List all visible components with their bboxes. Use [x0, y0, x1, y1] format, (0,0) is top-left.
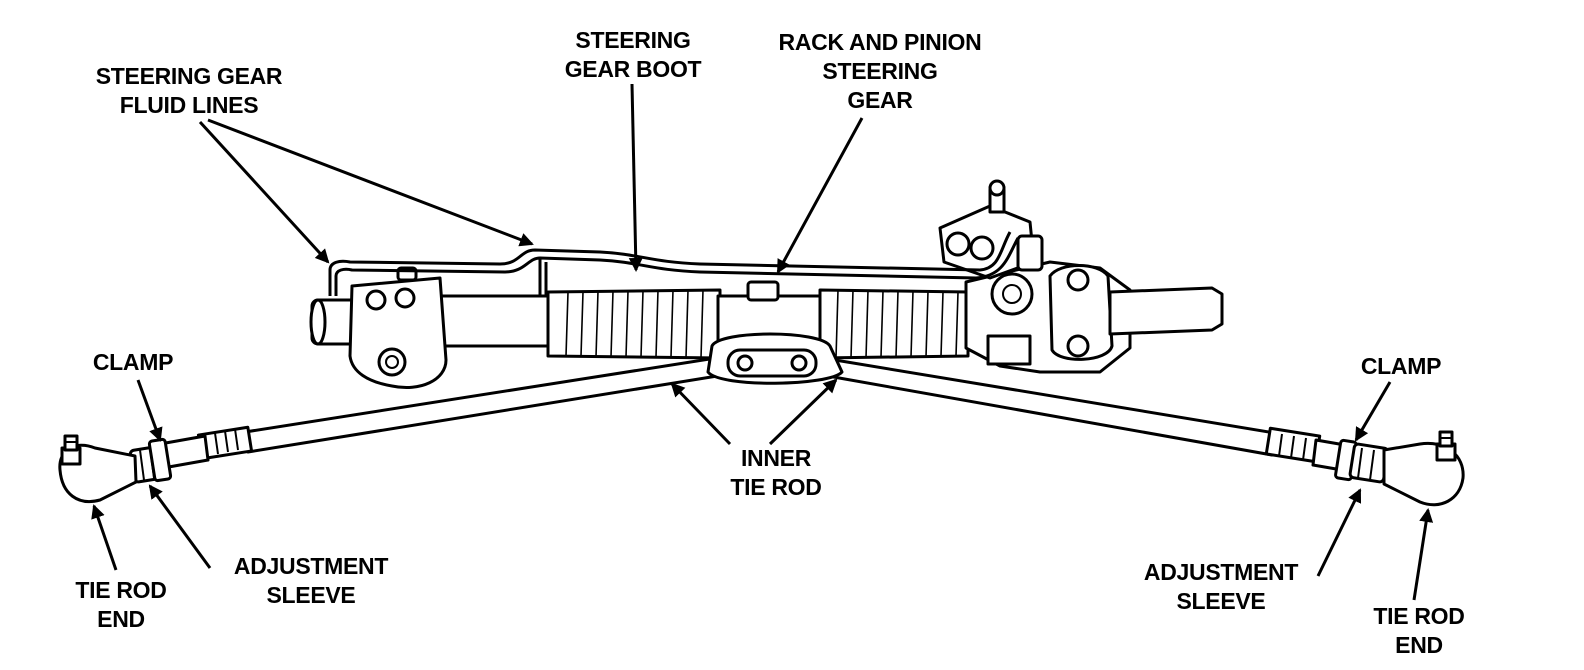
leader-lines [91, 83, 1434, 601]
label-rack-and-pinion-steering-gear: RACK AND PINION STEERING GEAR [778, 29, 982, 113]
label-tie-rod-end-left: TIE ROD END [75, 577, 167, 632]
label-adjustment-sleeve-right: ADJUSTMENT SLEEVE [1143, 559, 1299, 614]
leader-fluid-lines-a [198, 120, 330, 264]
boot-ribs-right [835, 289, 959, 359]
leader-clamp-left [136, 379, 163, 442]
leader-inner-tie-rod-b [768, 378, 838, 446]
leader-fluid-lines-b [207, 118, 534, 247]
label-inner-tie-rod: INNER TIE ROD [730, 445, 822, 500]
boot-ribs-left [565, 289, 704, 359]
label-steering-gear-boot: STEERING GEAR BOOT [564, 27, 702, 82]
leader-tie-rod-end-left [91, 504, 118, 571]
rack-tube-left-section [438, 294, 558, 348]
leader-inner-tie-rod-a [670, 382, 732, 446]
steering-gear-boot-right [818, 288, 970, 360]
right-mounting-bracket [1048, 264, 1114, 361]
steering-gear-fluid-lines [328, 231, 1020, 296]
right-inner-tie-rod [826, 358, 1277, 457]
label-steering-gear-fluid-lines: STEERING GEAR FLUID LINES [95, 63, 283, 118]
label-tie-rod-end-right: TIE ROD END [1373, 603, 1465, 658]
steering-gear-boot-left [546, 288, 722, 360]
label-adjustment-sleeve-left: ADJUSTMENT SLEEVE [233, 553, 389, 608]
leader-adjustment-sleeve-left [148, 484, 212, 569]
leader-tie-rod-end-right [1412, 508, 1434, 601]
right-tie-rod-assembly [826, 358, 1465, 507]
label-clamp-right: CLAMP [1360, 353, 1442, 379]
pinion-input-shaft [1016, 234, 1044, 272]
label-clamp-left: CLAMP [92, 349, 174, 375]
leader-rack-pinion [776, 117, 864, 274]
leader-clamp-right [1354, 381, 1392, 442]
leader-boot [628, 83, 643, 272]
left-inner-tie-rod [243, 353, 744, 454]
rack-and-pinion-housing [309, 179, 1224, 389]
left-tie-rod-assembly [58, 353, 744, 503]
rack-right-tube [1108, 286, 1224, 336]
leader-adjustment-sleeve-right [1316, 488, 1362, 577]
